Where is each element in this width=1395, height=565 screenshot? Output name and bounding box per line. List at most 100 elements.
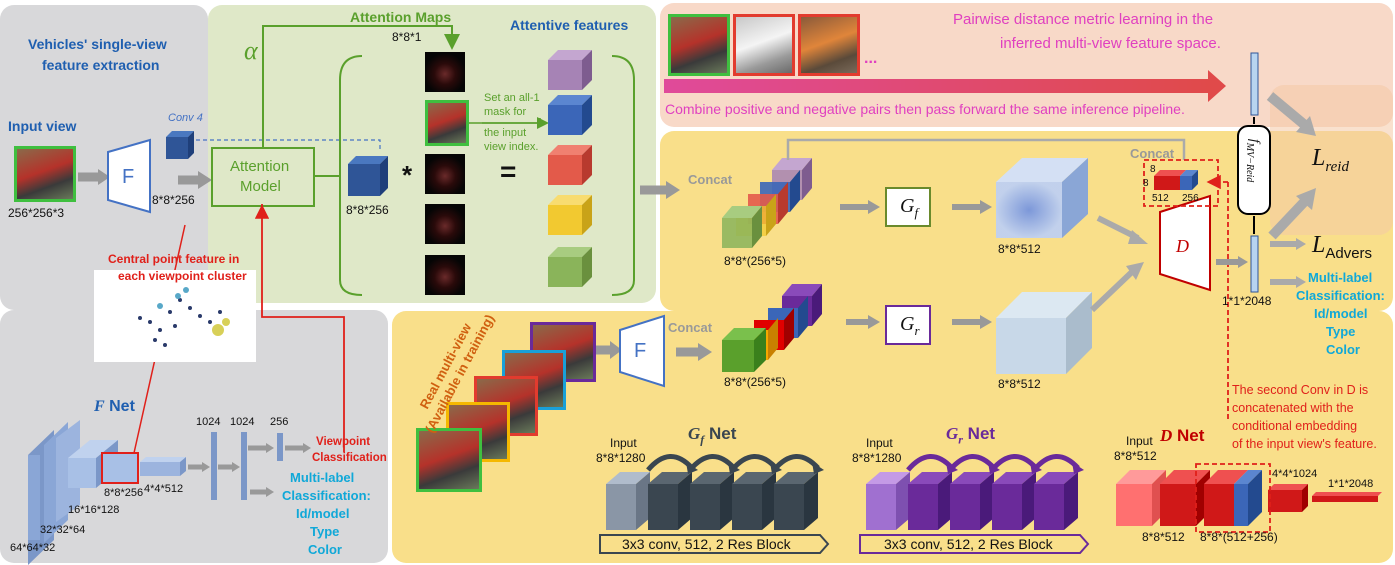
fnet-fc-3: 256: [270, 416, 289, 428]
dnet-input-size: 8*8*512: [1114, 449, 1157, 463]
realmv-f-shape: [619, 314, 665, 388]
dnet-size-a: 8*8*512: [1142, 530, 1185, 544]
pair-feature-bar: [1250, 52, 1259, 116]
equals-symbol: =: [500, 156, 517, 187]
cluster-scatter-plot: [94, 270, 256, 362]
attention-map-2: [425, 154, 465, 194]
input-size-label: 256*256*3: [8, 206, 65, 220]
gfnet-input: Input: [610, 436, 637, 450]
pair-photo-2: [733, 14, 795, 76]
output-feature-bar: [1250, 235, 1259, 293]
gr-box: [885, 305, 931, 345]
alpha-symbol: α: [244, 36, 258, 65]
concat-top-label: Concat: [688, 172, 733, 187]
gf-output-size: 8*8*512: [998, 242, 1041, 256]
attentive-cube-green: [548, 247, 592, 287]
attention-maps-size: 8*8*1: [392, 30, 422, 44]
combine-pairs-text: Combine positive and negative pairs then…: [665, 101, 1185, 117]
dnet-input: Input: [1126, 434, 1153, 448]
attention-map-1: [425, 52, 465, 92]
mask-note-4: view index.: [484, 141, 539, 153]
grnet-banner: 3x3 conv, 512, 2 Res Block: [884, 536, 1053, 552]
cube-size-label: 8*8*256: [346, 203, 389, 217]
dnet-size-b: 8*8*(512+256): [1200, 530, 1278, 544]
dnet-title: D Net: [1160, 426, 1205, 445]
l-advers-label: LAdvers: [1312, 232, 1373, 262]
pairwise-title-1: Pairwise distance metric learning in the: [953, 11, 1214, 28]
gfnet-banner-shape: [599, 534, 830, 554]
attention-model-box: [211, 147, 315, 207]
mask-note-1: Set an all-1: [484, 92, 540, 104]
viewpoint-label-2: Classification: [312, 452, 387, 464]
conv-note-1: The second Conv in D is: [1232, 383, 1369, 397]
d-num-256: 256: [1182, 193, 1199, 204]
pair-photo-3: [798, 14, 860, 76]
attention-map-4: [425, 255, 465, 295]
grnet-blocks: [866, 472, 1078, 530]
attention-model-label-1: Attention: [230, 158, 290, 175]
d-concat-cubes: [1154, 170, 1198, 190]
grnet-input: Input: [866, 436, 893, 450]
d-discriminator-shape: [1159, 194, 1211, 292]
d-num-8a: 8: [1150, 164, 1156, 175]
fnet-fc-1: 1024: [196, 416, 221, 428]
gr-label: Gr: [900, 313, 920, 338]
mv-reid-box: [1237, 125, 1271, 215]
mask-note-3: the input: [484, 127, 527, 139]
fnet-size-2: 32*32*64: [40, 524, 86, 536]
realmv-photo-1: [416, 428, 482, 492]
attention-input-photo: [425, 100, 469, 146]
dnet-size-c: 4*4*1024: [1272, 468, 1318, 480]
mlc-left-4: Type: [310, 524, 340, 539]
fnet-size-3: 16*16*128: [68, 504, 120, 516]
single-view-title-1: Vehicles' single-view: [28, 36, 167, 52]
f-encoder-shape: [107, 138, 151, 214]
central-point-label-2: each viewpoint cluster: [118, 269, 247, 283]
l-reid-label: Lreid: [1312, 145, 1349, 175]
concat-top-size: 8*8*(256*5): [724, 254, 787, 268]
mlc-left-5: Color: [308, 542, 342, 557]
d-num-8b: 8: [1143, 178, 1149, 189]
mlc-right-4: Type: [1326, 324, 1356, 339]
input-view-label: Input view: [8, 118, 77, 134]
multiply-symbol: *: [402, 160, 413, 190]
conv4-label: Conv 4: [168, 112, 203, 124]
realmv-f-label: F: [634, 340, 647, 362]
grnet-input-size: 8*8*1280: [852, 451, 902, 465]
gr-output-cube: [996, 292, 1092, 374]
attentive-cube-blue: [548, 95, 592, 135]
pair-photo-1: [668, 14, 730, 76]
mask-note-2: mask for: [484, 106, 527, 118]
d-label: D: [1176, 236, 1189, 256]
conv-note-4: of the input view's feature.: [1232, 437, 1377, 451]
attention-map-3: [425, 204, 465, 244]
attention-maps-title: Attention Maps: [350, 9, 452, 25]
output-size-label: 1*1*2048: [1222, 294, 1272, 308]
conv-note-3: conditional embedding: [1232, 419, 1358, 433]
gf-box: [885, 187, 931, 227]
gr-output-size: 8*8*512: [998, 377, 1041, 391]
input-feature-cube: [348, 156, 388, 196]
gfnet-blocks: [606, 472, 818, 530]
fnet-layers: [28, 420, 283, 565]
input-view-photo: [14, 146, 76, 202]
attentive-cube-yellow: [548, 195, 592, 235]
mlc-right-2: Classification:: [1296, 288, 1385, 303]
mlc-right-3: Id/model: [1314, 306, 1368, 321]
dnet-blocks: [1116, 470, 1382, 526]
mlc-left-3: Id/model: [296, 506, 350, 521]
gfnet-banner: 3x3 conv, 512, 2 Res Block: [622, 536, 791, 552]
fnet-size-5: 4*4*512: [144, 483, 184, 495]
d-num-512: 512: [1152, 193, 1169, 204]
mlc-left-2: Classification:: [282, 488, 371, 503]
gf-output-cube: [996, 158, 1088, 238]
single-view-title-2: feature extraction: [42, 57, 160, 73]
mlc-right-1: Multi-label: [1308, 270, 1373, 285]
fnet-fc-2: 1024: [230, 416, 255, 428]
realmv-concat-label: Concat: [668, 320, 713, 335]
mlc-right-5: Color: [1326, 342, 1360, 357]
central-point-label-1: Central point feature in: [108, 252, 240, 266]
concat-stack-bottom: [722, 284, 822, 372]
gf-label: Gf: [900, 195, 919, 220]
